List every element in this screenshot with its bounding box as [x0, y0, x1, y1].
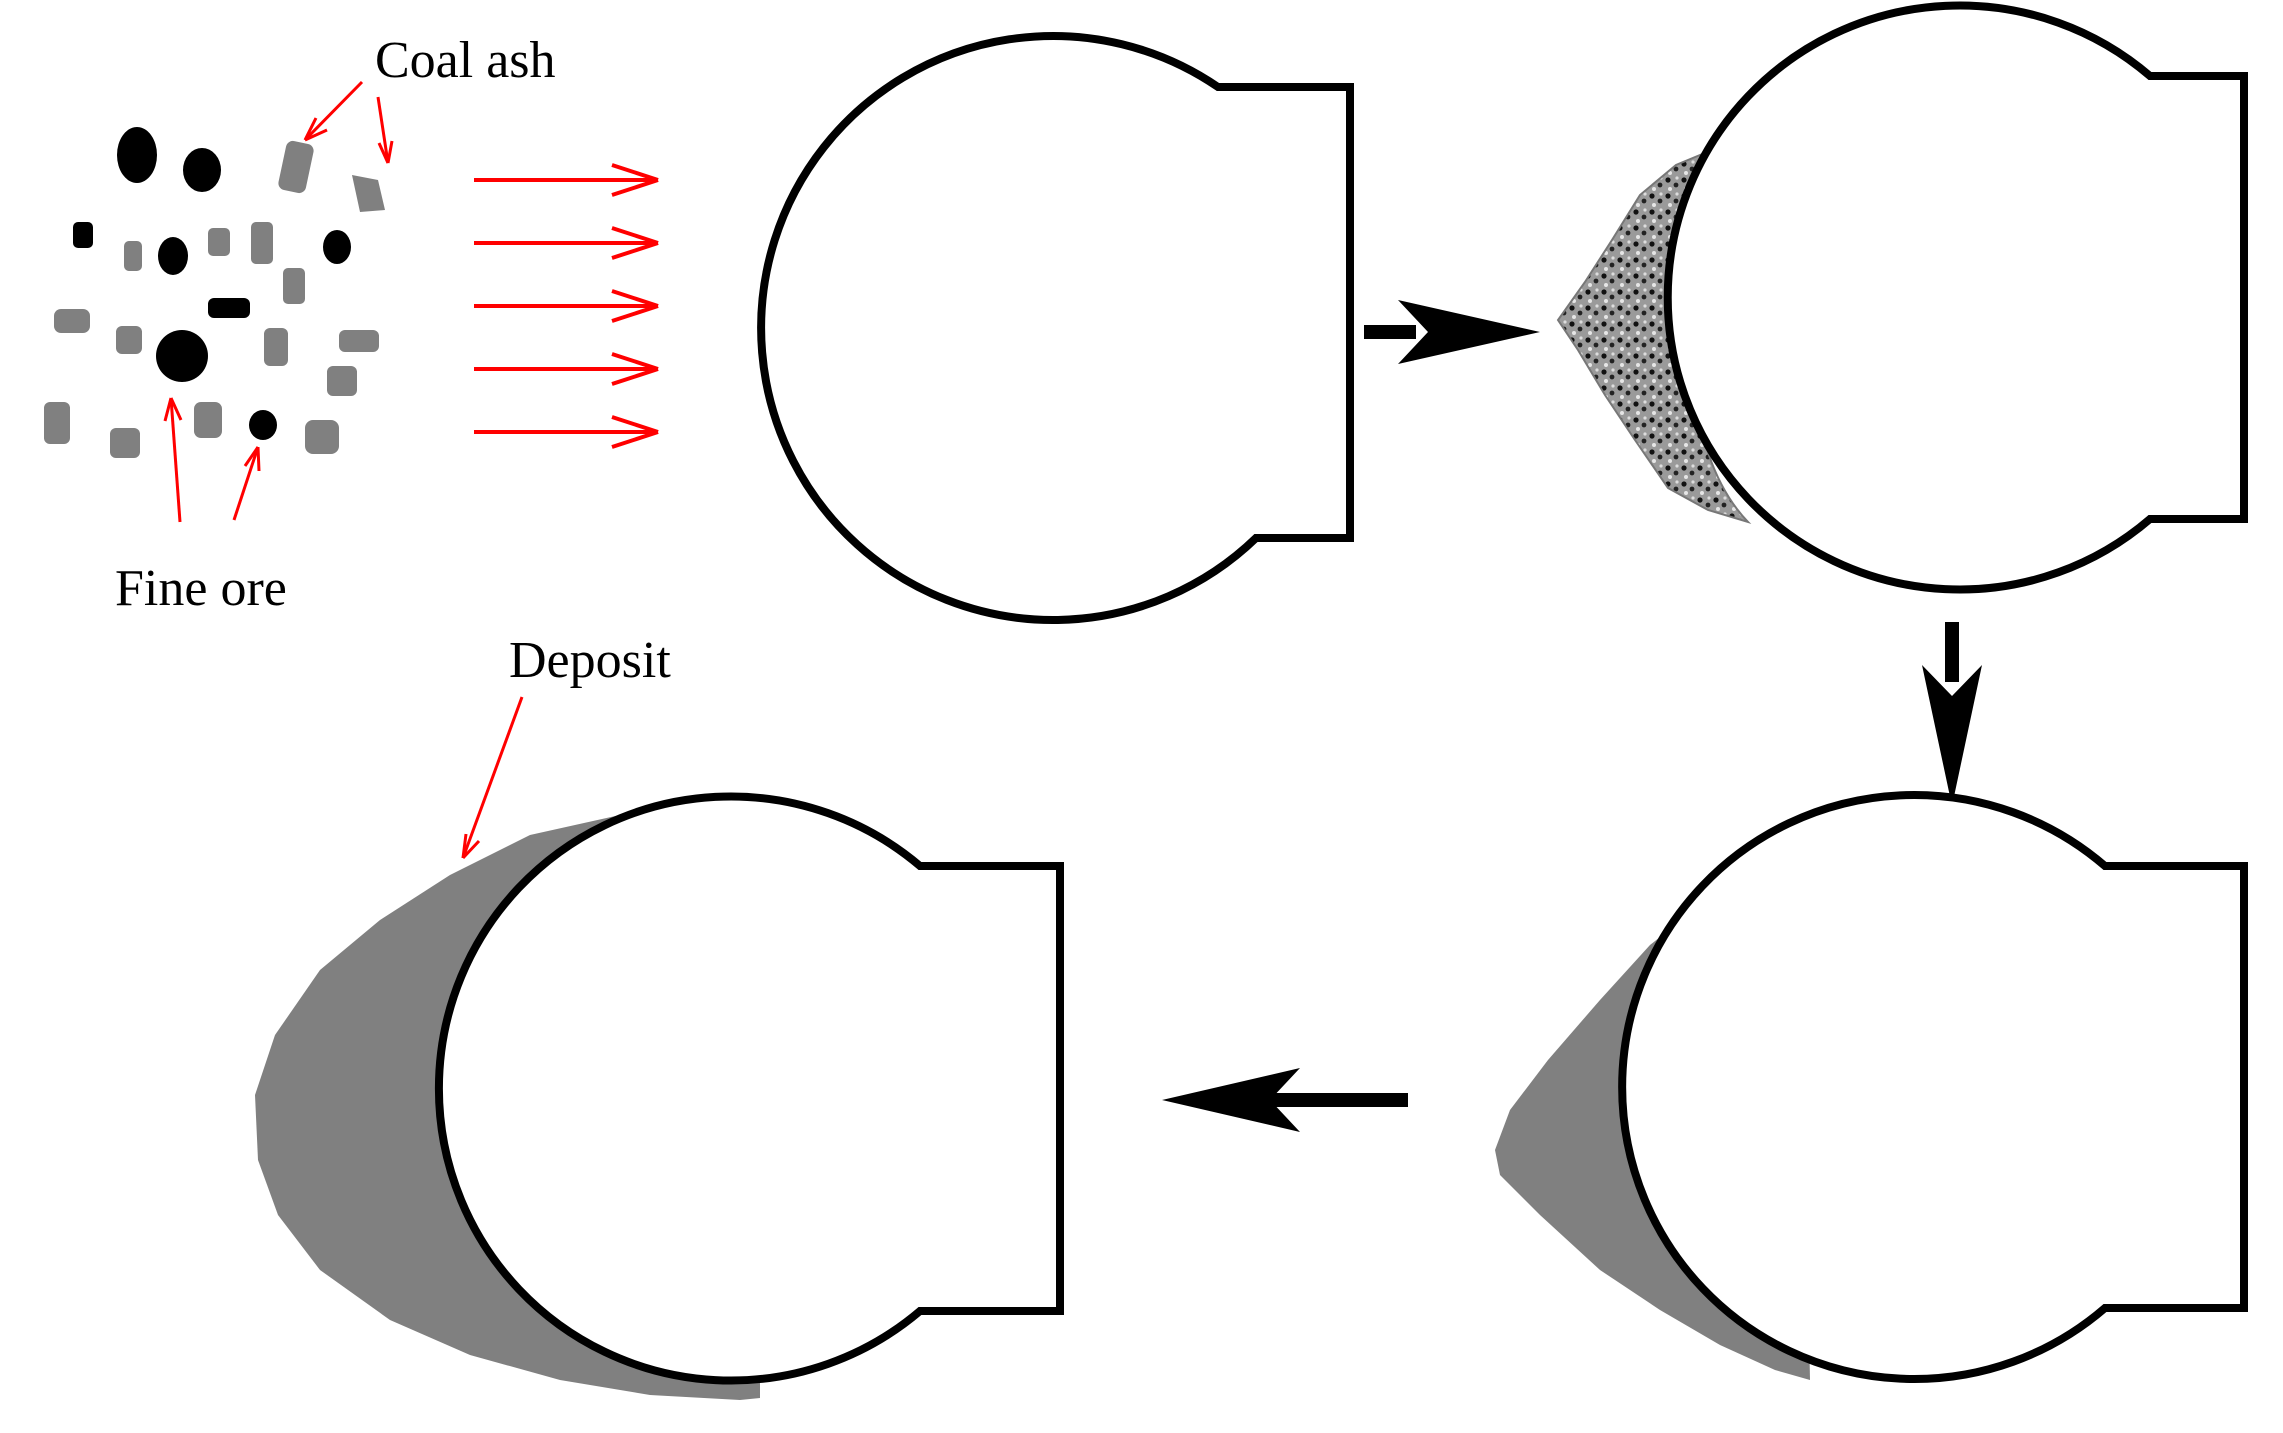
- stage-1-tube: [757, 32, 1354, 624]
- fine-ore-pointer-arrows: [163, 397, 261, 523]
- fine-ore-particles: [73, 127, 351, 440]
- process-arrow-left: [1162, 1068, 1408, 1132]
- flow-arrow: [474, 289, 659, 323]
- stage-2-tube: [1556, 1, 2248, 594]
- deposit-pointer-arrow: [461, 696, 524, 860]
- stage-3-tube: [1495, 791, 2248, 1383]
- gas-flow-arrows: [474, 163, 659, 449]
- deposit-label: Deposit: [509, 632, 671, 689]
- process-arrow-right: [1364, 300, 1540, 364]
- stage-4-tube: [255, 792, 1064, 1400]
- flow-arrow: [474, 226, 659, 260]
- coal-ash-pointer-arrows: [303, 80, 394, 164]
- fine-ore-label: Fine ore: [115, 560, 287, 617]
- coal-ash-particles: [44, 140, 385, 458]
- particle-cloud: [44, 127, 385, 458]
- process-arrow-down: [1922, 622, 1982, 806]
- flow-arrow: [474, 415, 659, 449]
- flow-arrow: [474, 163, 659, 197]
- coal-ash-label: Coal ash: [375, 32, 556, 89]
- flow-arrow: [474, 352, 659, 386]
